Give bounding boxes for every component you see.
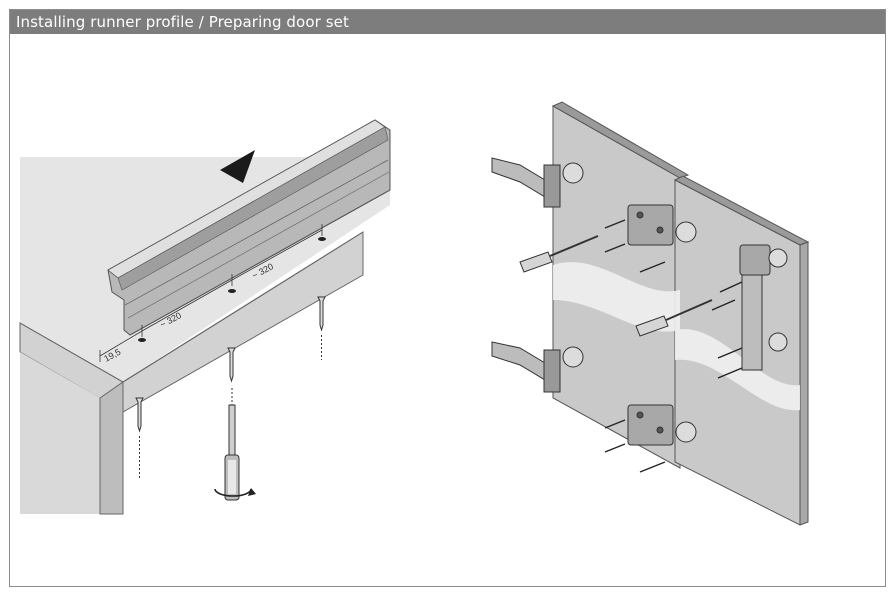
screw-icon xyxy=(135,397,144,478)
header-bar: Installing runner profile / Preparing do… xyxy=(10,10,885,34)
hinge-icon xyxy=(491,157,584,208)
cabinet-side-edge xyxy=(99,381,124,515)
screw-icon xyxy=(317,296,326,360)
alignment-bracket-icon xyxy=(739,244,788,371)
screw-hole xyxy=(228,289,236,293)
connector-bracket-icon xyxy=(627,204,697,246)
dimension-lines xyxy=(99,224,323,362)
triangle-arrow-icon xyxy=(220,150,255,183)
screw-hole xyxy=(318,237,326,241)
screw-icon xyxy=(227,347,236,383)
cabinet-side-panel xyxy=(20,352,100,514)
door-set xyxy=(491,101,810,526)
hinge-icon xyxy=(491,341,584,393)
connector-bracket-icon xyxy=(627,404,697,446)
cabinet-assembly: ~ 320 ~ 320 19,5 xyxy=(19,119,391,515)
screw-icon xyxy=(604,219,743,473)
screwdriver-icon xyxy=(519,235,599,273)
rotation-arrow-icon xyxy=(214,488,256,497)
page-title: Installing runner profile / Preparing do… xyxy=(16,13,349,31)
screwdriver-icon xyxy=(224,388,240,501)
screwdriver-icon xyxy=(635,299,713,337)
screw-hole xyxy=(138,338,146,342)
runner-profile xyxy=(107,119,391,336)
